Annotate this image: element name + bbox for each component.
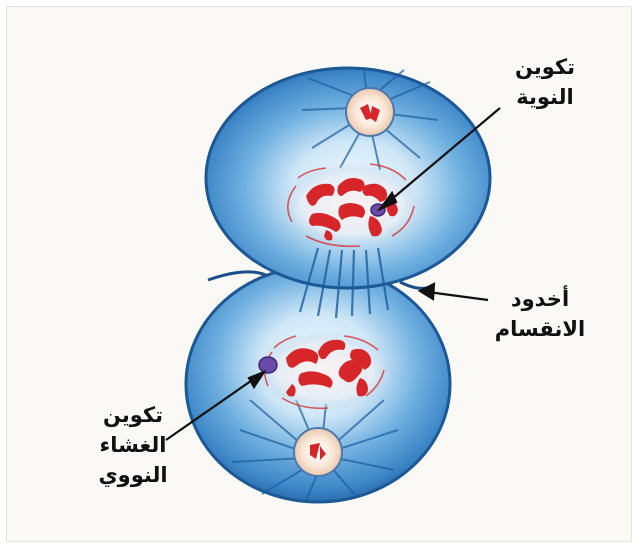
forming-nuclear-membrane-spot bbox=[259, 357, 277, 373]
arrow-furrow-head bbox=[420, 284, 434, 299]
top-daughter-cell bbox=[206, 68, 490, 288]
bottom-centrosome bbox=[294, 428, 342, 476]
cleavage-furrow-right bbox=[400, 282, 426, 288]
bottom-daughter-cell bbox=[186, 266, 450, 502]
label-nucleolus-formation: تكوين النوية bbox=[503, 52, 587, 112]
label-membrane-line-3: النووي bbox=[88, 460, 178, 490]
label-membrane-line-1: تكوين bbox=[88, 400, 178, 430]
label-furrow-line-1: أخدود bbox=[488, 284, 592, 314]
label-nucleolus-line-1: تكوين bbox=[503, 52, 587, 82]
label-nucleolus-line-2: النوية bbox=[503, 82, 587, 112]
label-cleavage-furrow: أخدود الانقسام bbox=[488, 284, 592, 344]
label-nuclear-membrane-formation: تكوين الغشاء النووي bbox=[88, 400, 178, 490]
label-furrow-line-2: الانقسام bbox=[488, 314, 592, 344]
arrow-furrow bbox=[428, 292, 488, 300]
label-membrane-line-2: الغشاء bbox=[88, 430, 178, 460]
